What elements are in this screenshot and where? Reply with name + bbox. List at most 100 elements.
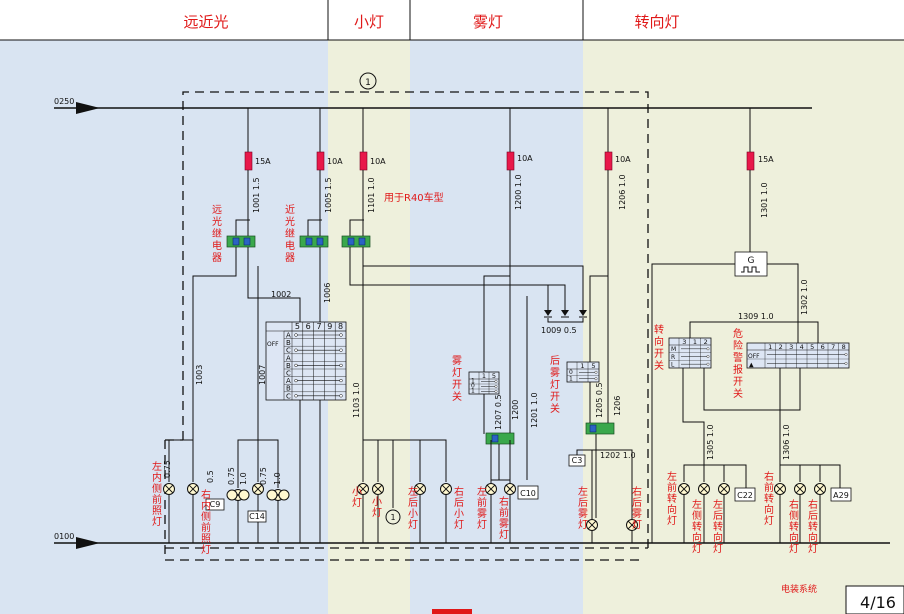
fog-grid-row-1: 0 — [471, 383, 475, 390]
fuse-f6-rating: 15A — [758, 155, 774, 164]
note-r40: 用于R40车型 — [384, 191, 444, 204]
section-title-fog-light: 雾灯 — [473, 13, 503, 31]
diode-group — [544, 310, 587, 318]
fuse-box-enclosure — [182, 91, 649, 548]
connector-c10-label: C10 — [520, 489, 536, 498]
fuse-f4 — [506, 151, 515, 171]
bus-arrow-top — [76, 102, 100, 114]
lamp-icon — [485, 483, 497, 495]
relay-low-beam-label: 近光继电器 — [285, 203, 295, 264]
haz-grid-col-4: 5 — [810, 343, 814, 351]
turn-switch-label: 转向开关 — [654, 323, 664, 372]
lamp-icon — [794, 483, 806, 495]
gauge-075b: 0.75 — [227, 467, 236, 485]
lamp-label-right-front-fog: 右前雾灯 — [499, 495, 509, 541]
wire-1005: 1005 1.5 — [324, 177, 333, 213]
wire-1200: 1200 1.0 — [514, 174, 523, 210]
lamp-icon — [698, 483, 710, 495]
turn-grid-col-2: 2 — [704, 338, 708, 346]
fuse-f1-rating: 15A — [255, 157, 271, 166]
wire-1200b: 1200 — [511, 400, 520, 420]
wire-1009: 1009 0.5 — [541, 326, 577, 335]
gauge-05: 0.5 — [206, 470, 215, 483]
flasher-waveform-icon — [741, 266, 760, 273]
lamp-icon — [586, 519, 598, 531]
wire-1206b: 1206 — [613, 396, 622, 416]
fog-grid-row-2: 1 — [471, 388, 475, 395]
haz-grid-col-0: 1 — [768, 343, 772, 351]
wire-1002: 1002 — [271, 290, 291, 299]
relay-fog — [485, 432, 515, 445]
connector-c9 — [205, 498, 225, 511]
turn-grid-row-1: R — [671, 354, 675, 361]
lamp-icon — [718, 483, 730, 495]
section-title-high-low-beam: 远近光 — [183, 13, 228, 31]
lst-row-5: C — [286, 370, 291, 378]
fuse-f6 — [746, 151, 755, 171]
relay-rear-fog — [585, 422, 615, 435]
relay-small-light — [341, 235, 371, 248]
wire-1006: 1006 — [323, 283, 332, 303]
wire-1103: 1103 1.0 — [352, 382, 361, 418]
connector-a29 — [830, 487, 852, 502]
lst-off: OFF — [267, 341, 279, 348]
lamp-label-left-front-turn: 左前转向灯 — [667, 470, 677, 527]
bus-arrow-bottom — [76, 537, 100, 549]
lst-row-8: C — [286, 392, 291, 400]
section-title-turn-signal: 转向灯 — [634, 13, 679, 31]
haz-grid-col-2: 3 — [789, 343, 793, 351]
lamp-label-small1: 小灯 — [352, 486, 362, 509]
lamp-icon — [440, 483, 452, 495]
haz-grid-col-1: 2 — [779, 343, 783, 351]
fuse-f2-rating: 10A — [327, 157, 343, 166]
wire-1305: 1305 1.0 — [706, 424, 715, 460]
marker-circle-1b-label: 1 — [390, 513, 395, 522]
lst-row-4: B — [286, 362, 291, 370]
page-number: 4/16 — [860, 593, 896, 612]
connector-c9-label: C9 — [210, 500, 221, 509]
marker-circle-1-label: 1 — [365, 78, 371, 88]
lamp-icon — [187, 483, 199, 495]
wire-1202: 1202 1.0 — [600, 451, 636, 460]
lamp-label-left-rear-small: 左后小灯 — [408, 485, 418, 531]
lamp-icon — [678, 483, 690, 495]
fuse-f1 — [244, 151, 253, 171]
marker-circle-1 — [359, 72, 377, 90]
rear-grid-row-1: 1 — [569, 376, 573, 383]
turn-grid-row-2: L — [671, 362, 675, 369]
wire-1201: 1201 1.0 — [530, 392, 539, 428]
haz-grid-col-3: 4 — [800, 343, 804, 351]
lamp-label-right-side-turn: 右侧转向灯 — [789, 498, 799, 555]
fuse-f2 — [316, 151, 325, 171]
turn-grid-row-0: M — [671, 346, 676, 353]
relay-low-beam — [299, 235, 329, 248]
zone-turn-signal — [583, 40, 904, 614]
fuse-f4-rating: 10A — [517, 154, 533, 163]
lamp-icon — [252, 483, 264, 495]
lamp-label-small2: 小灯 — [372, 496, 382, 519]
footer-system: 电装系统 — [781, 583, 817, 595]
wire-1001: 1001 1.5 — [252, 177, 261, 213]
connector-c14 — [247, 510, 267, 523]
section-title-small-light: 小灯 — [354, 13, 384, 31]
wire-1306: 1306 1.0 — [782, 424, 791, 460]
connector-c3-label: C3 — [572, 456, 583, 465]
gauge-10a: 1.0 — [239, 472, 248, 485]
lamp-icon — [814, 483, 826, 495]
zone-fog-light — [410, 40, 583, 614]
wire-1309: 1309 1.0 — [738, 312, 774, 321]
fog-grid-row-0: 1 — [471, 378, 475, 385]
connector-c22-label: C22 — [737, 491, 753, 500]
hazard-switch-label: 危险警报开关 — [733, 328, 743, 400]
lst-col-6: 6 — [306, 322, 311, 331]
lamp-label-right-inner-front: 右内侧前照灯 — [201, 488, 211, 556]
wire-1302: 1302 1.0 — [800, 279, 809, 315]
relay-high-beam-label: 远光继电器 — [212, 204, 222, 264]
lst-col-7: 7 — [316, 322, 321, 331]
lst-row-0: A — [286, 332, 291, 340]
